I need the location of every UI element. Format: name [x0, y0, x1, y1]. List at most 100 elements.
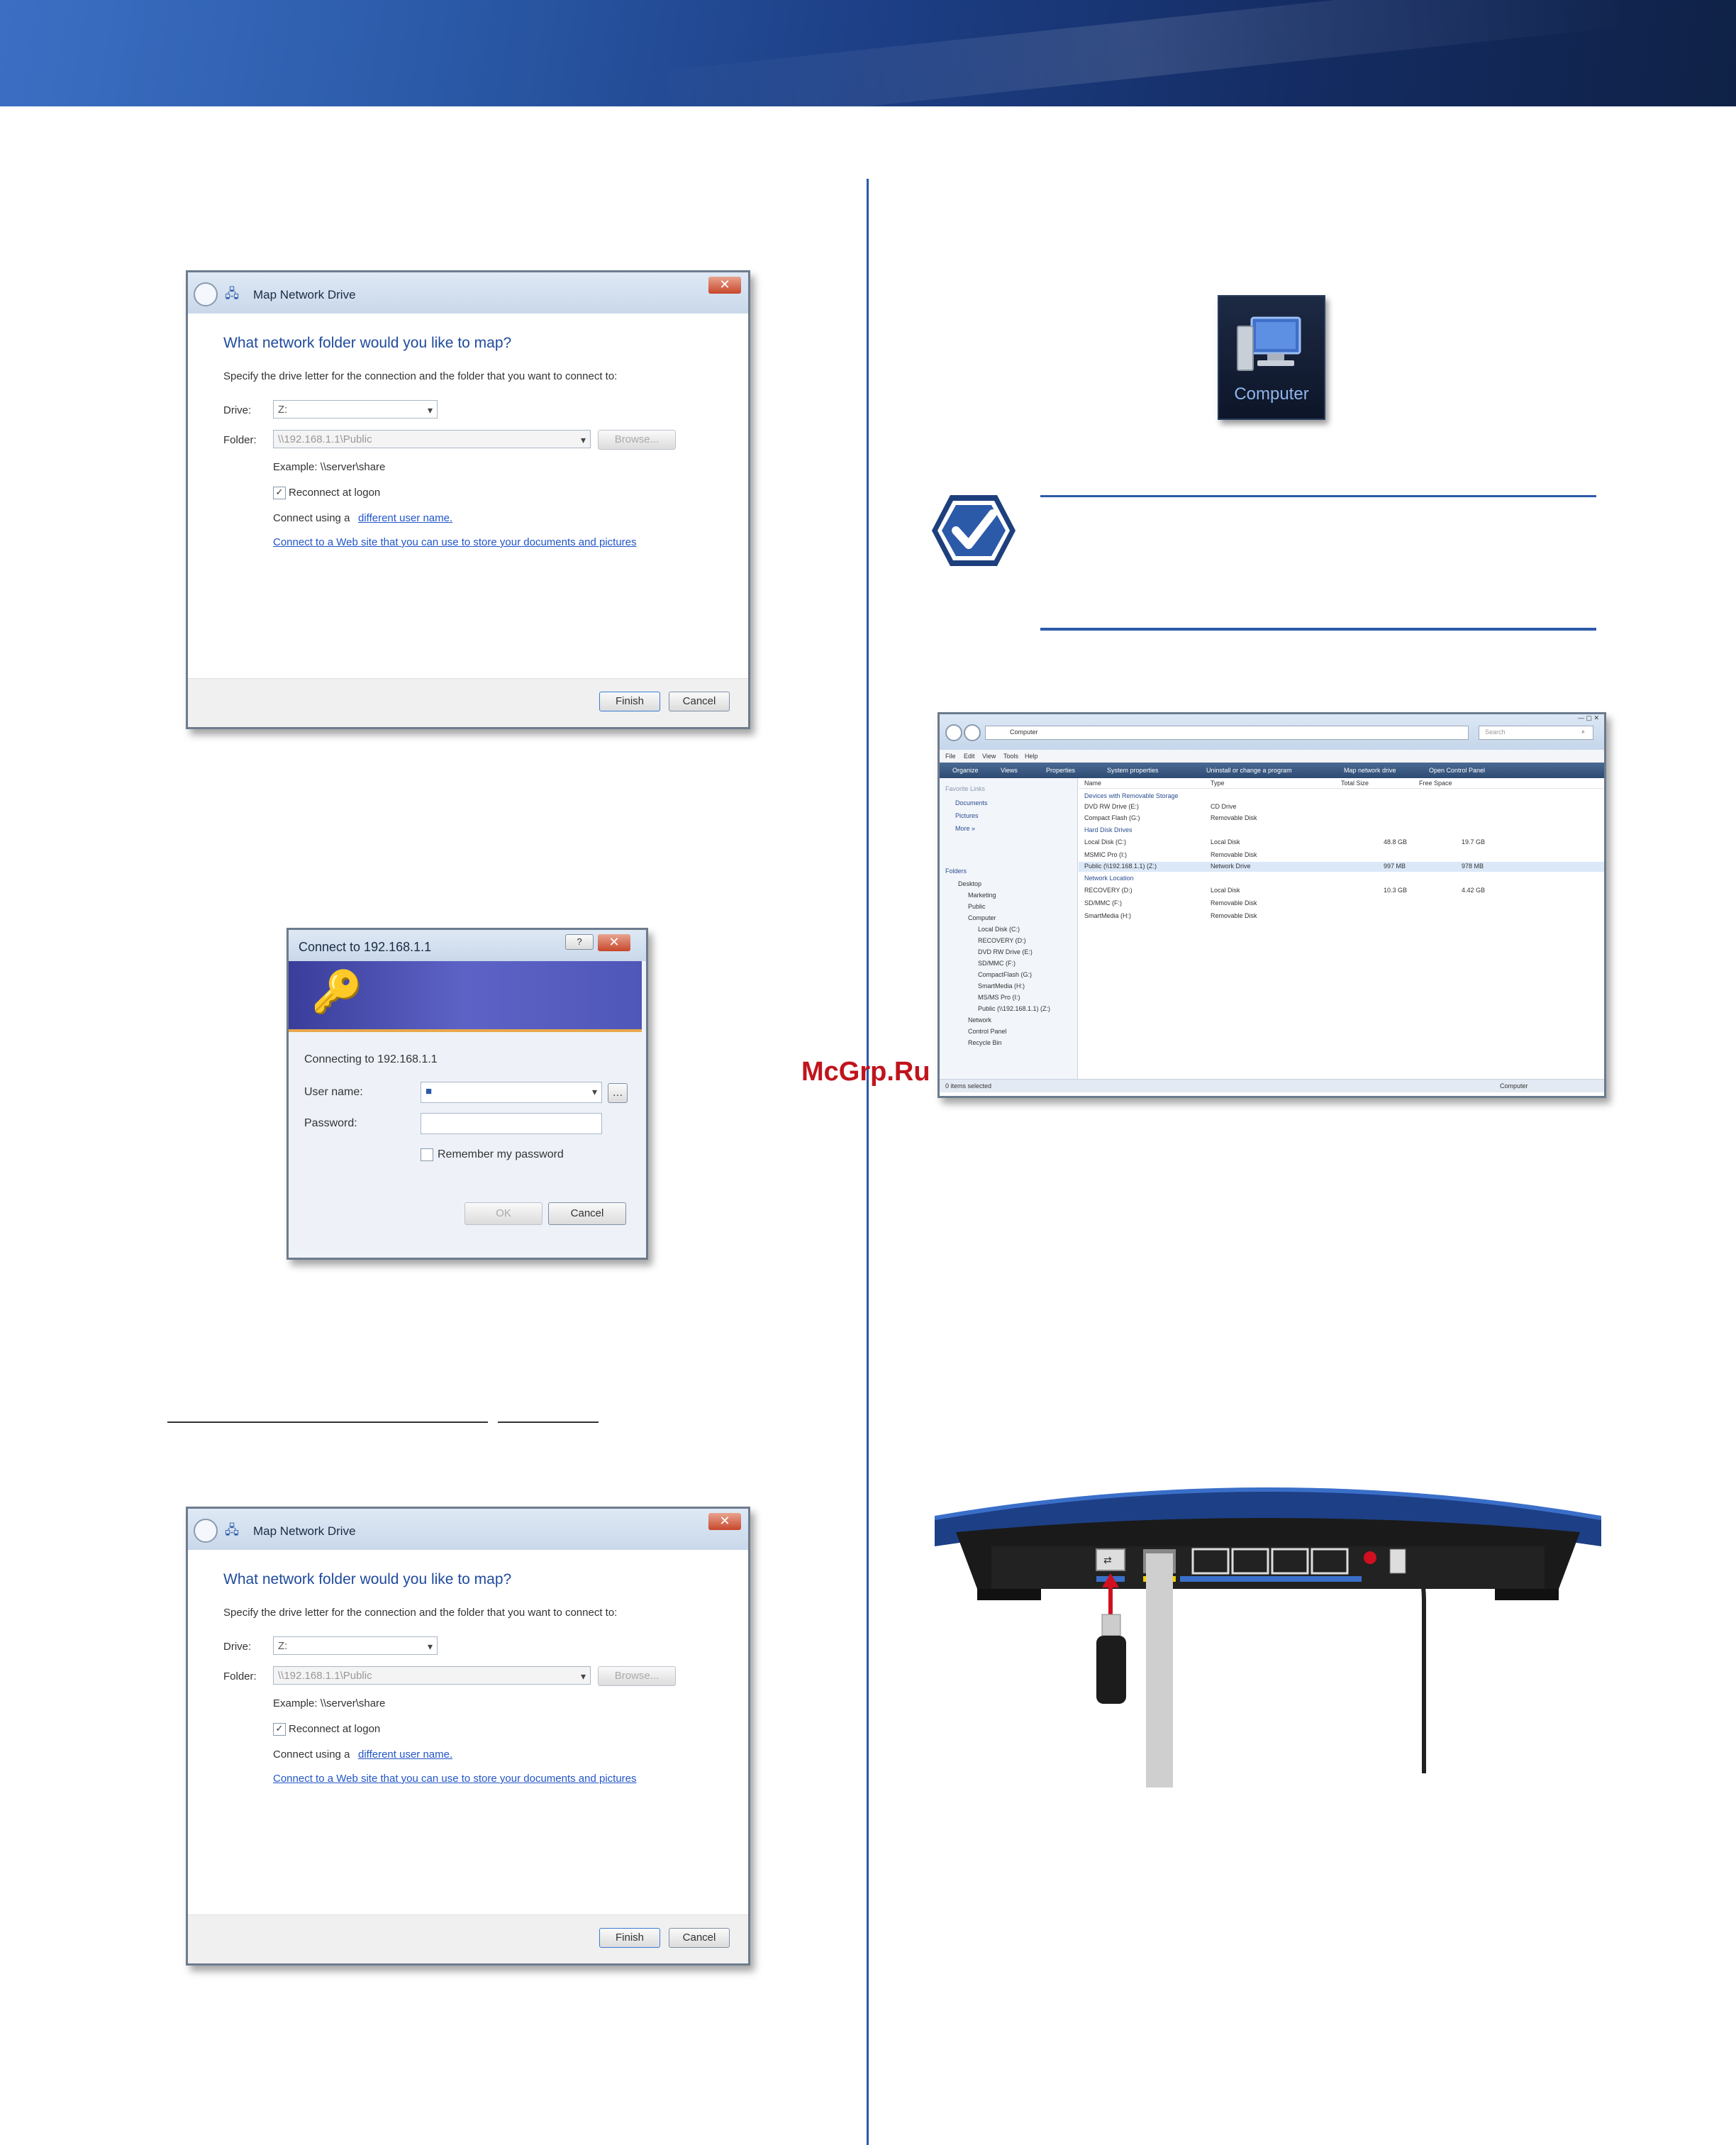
column-free-space[interactable]: Free Space: [1419, 780, 1452, 787]
dialog-titlebar: 🖧 Map Network Drive ✕: [188, 272, 748, 314]
table-row[interactable]: Local Disk (C:) Local Disk 48.8 GB 19.7 …: [1079, 838, 1604, 848]
username-label: User name:: [304, 1086, 363, 1098]
menu-bar: File Edit View Tools Help: [940, 750, 1604, 763]
toolbar-uninstall[interactable]: Uninstall or change a program: [1206, 767, 1292, 774]
reconnect-checkbox[interactable]: ✓: [273, 1723, 286, 1736]
ok-button[interactable]: OK: [464, 1202, 542, 1225]
column-type[interactable]: Type: [1211, 780, 1225, 787]
cancel-button[interactable]: Cancel: [669, 1928, 730, 1948]
finish-button[interactable]: Finish: [599, 1928, 660, 1948]
menu-file[interactable]: File: [945, 753, 956, 760]
dialog-title: Map Network Drive: [253, 288, 356, 301]
table-row[interactable]: RECOVERY (D:) Local Disk 10.3 GB 4.42 GB: [1079, 886, 1604, 896]
cancel-button[interactable]: Cancel: [548, 1202, 626, 1225]
nav-item[interactable]: Desktop: [958, 880, 982, 887]
close-button[interactable]: ✕: [708, 1513, 741, 1530]
row-name: Compact Flash (G:): [1084, 814, 1140, 821]
table-row[interactable]: SD/MMC (F:) Removable Disk: [1079, 899, 1604, 909]
computer-desktop-icon[interactable]: Computer: [1218, 295, 1325, 420]
user-icon: ■: [425, 1085, 433, 1097]
menu-edit[interactable]: Edit: [964, 753, 975, 760]
nav-item[interactable]: Public: [968, 903, 986, 910]
connect-using-text: Connect using a: [273, 1748, 350, 1761]
connect-banner: 🔑: [289, 961, 642, 1032]
nav-item[interactable]: More »: [955, 825, 976, 832]
connecting-text: Connecting to 192.168.1.1: [304, 1053, 438, 1065]
column-name[interactable]: Name: [1084, 780, 1102, 787]
nav-item[interactable]: DVD RW Drive (E:): [978, 948, 1033, 955]
folder-input[interactable]: \\192.168.1.1\Public: [273, 430, 591, 449]
nav-item[interactable]: Public (\\192.168.1.1) (Z:): [978, 1005, 1051, 1012]
nav-item[interactable]: Recycle Bin: [968, 1039, 1002, 1046]
status-left: 0 items selected: [945, 1082, 992, 1090]
finish-button[interactable]: Finish: [599, 692, 660, 711]
browse-button[interactable]: Browse...: [598, 430, 676, 450]
drive-label: Drive:: [223, 404, 252, 416]
forward-arrow-icon[interactable]: [964, 724, 981, 741]
menu-help[interactable]: Help: [1025, 753, 1038, 760]
drive-select[interactable]: Z:: [273, 1636, 438, 1656]
connect-using-text: Connect using a: [273, 512, 350, 524]
dialog-titlebar: 🖧 Map Network Drive ✕: [188, 1509, 748, 1550]
nav-item[interactable]: Control Panel: [968, 1028, 1007, 1035]
close-button[interactable]: ✕: [708, 277, 741, 294]
different-user-link[interactable]: different user name.: [358, 512, 453, 524]
password-input[interactable]: [421, 1113, 602, 1134]
back-arrow-icon[interactable]: [194, 282, 218, 306]
toolbar-map-network-drive[interactable]: Map network drive: [1344, 767, 1396, 774]
instruction-text: Specify the drive letter for the connect…: [223, 370, 618, 382]
nav-item[interactable]: MS/MS Pro (I:): [978, 994, 1020, 1001]
table-row-selected[interactable]: Public (\\192.168.1.1) (Z:) Network Driv…: [1079, 862, 1604, 872]
drive-label: Drive:: [223, 1641, 252, 1653]
explorer-window: Computer Search ⌕ — ▢ ✕ File Edit View T…: [937, 712, 1606, 1098]
browse-button[interactable]: Browse...: [598, 1666, 676, 1686]
help-button[interactable]: ?: [565, 934, 594, 950]
table-row[interactable]: Compact Flash (G:) Removable Disk: [1079, 814, 1604, 824]
nav-item[interactable]: Marketing: [968, 892, 996, 899]
remember-checkbox[interactable]: [421, 1148, 433, 1161]
user-browse-button[interactable]: …: [608, 1083, 628, 1103]
reconnect-checkbox[interactable]: ✓: [273, 487, 286, 499]
nav-item[interactable]: Computer: [968, 914, 996, 921]
menu-tools[interactable]: Tools: [1003, 753, 1019, 760]
table-row[interactable]: SmartMedia (H:) Removable Disk: [1079, 911, 1604, 921]
row-name: MSMIC Pro (I:): [1084, 851, 1127, 858]
table-row[interactable]: MSMIC Pro (I:) Removable Disk: [1079, 850, 1604, 860]
web-site-link[interactable]: Connect to a Web site that you can use t…: [273, 1773, 637, 1785]
web-site-link[interactable]: Connect to a Web site that you can use t…: [273, 536, 637, 548]
close-button[interactable]: ✕: [598, 934, 630, 951]
row-total: 997 MB: [1384, 863, 1406, 870]
nav-item[interactable]: RECOVERY (D:): [978, 937, 1026, 944]
nav-item[interactable]: Documents: [955, 799, 988, 807]
nav-item[interactable]: Local Disk (C:): [978, 926, 1020, 933]
table-row[interactable]: DVD RW Drive (E:) CD Drive: [1079, 802, 1604, 812]
toolbar-system-properties[interactable]: System properties: [1107, 767, 1159, 774]
username-input[interactable]: ■: [421, 1082, 602, 1103]
row-name: Local Disk (C:): [1084, 838, 1127, 846]
toolbar-properties[interactable]: Properties: [1046, 767, 1076, 774]
toolbar-views[interactable]: Views: [1001, 767, 1018, 774]
cancel-button[interactable]: Cancel: [669, 692, 730, 711]
search-box[interactable]: Search ⌕: [1479, 726, 1593, 740]
nav-item[interactable]: Network: [968, 1016, 992, 1024]
toolbar-control-panel[interactable]: Open Control Panel: [1429, 767, 1486, 774]
nav-item[interactable]: SmartMedia (H:): [978, 982, 1025, 990]
column-divider: [867, 179, 869, 2145]
nav-item[interactable]: CompactFlash (G:): [978, 971, 1033, 978]
nav-item[interactable]: Folders: [945, 868, 967, 875]
password-label: Password:: [304, 1117, 357, 1129]
drive-select[interactable]: Z:: [273, 400, 438, 419]
column-total-size[interactable]: Total Size: [1341, 780, 1369, 787]
toolbar-organize[interactable]: Organize: [952, 767, 979, 774]
address-bar[interactable]: Computer: [985, 726, 1469, 740]
nav-item[interactable]: Pictures: [955, 812, 979, 819]
row-total: 48.8 GB: [1384, 838, 1408, 846]
back-arrow-icon[interactable]: [194, 1519, 218, 1543]
nav-item[interactable]: SD/MMC (F:): [978, 960, 1016, 967]
folder-input[interactable]: \\192.168.1.1\Public: [273, 1666, 591, 1685]
menu-view[interactable]: View: [982, 753, 996, 760]
different-user-link[interactable]: different user name.: [358, 1748, 453, 1761]
back-arrow-icon[interactable]: [945, 724, 962, 741]
window-controls[interactable]: — ▢ ✕: [1577, 714, 1599, 721]
dialog-heading: What network folder would you like to ma…: [223, 335, 512, 351]
